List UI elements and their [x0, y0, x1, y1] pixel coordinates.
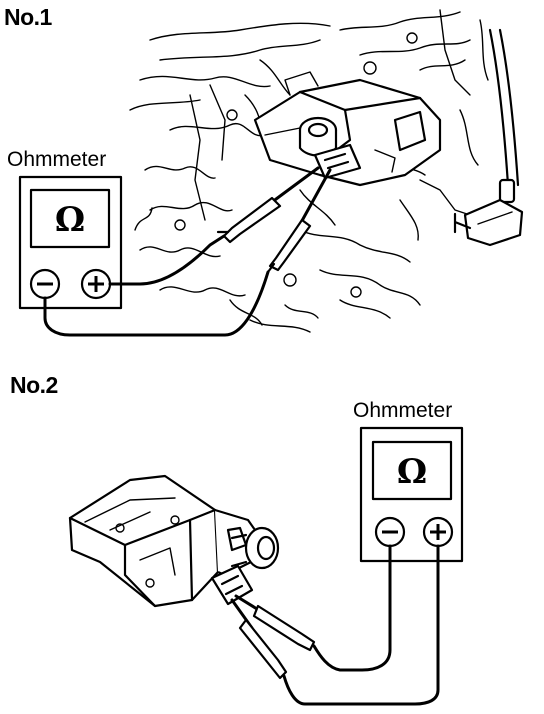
figure-1-label: No.1: [4, 4, 52, 30]
ohm-symbol-1: Ω: [55, 200, 85, 240]
lead-negative-2: [312, 544, 392, 672]
figure-2-label: No.2: [10, 372, 58, 398]
lead-positive-1: [108, 234, 226, 286]
ohmmeter-1-body: [18, 175, 123, 310]
lead-positive-2: [282, 544, 440, 706]
ignition-coil-1: [253, 71, 442, 187]
lead-negative-1: [43, 270, 270, 337]
ohmmeter-2-body: [359, 426, 464, 563]
ohmmeter-2-display: [371, 440, 453, 501]
ohmmeter-1: Ω: [18, 175, 123, 310]
test-probes-1: [216, 166, 332, 274]
ignition-coil-2: [68, 474, 280, 608]
ohmmeter-1-title: Ohmmeter: [7, 148, 107, 171]
test-probes-2: [230, 594, 316, 680]
engine-bay-illustration: [129, 9, 524, 333]
ohmmeter-1-display: [29, 188, 111, 249]
ohmmeter-2: Ω: [359, 426, 464, 563]
ohm-symbol-2: Ω: [397, 452, 427, 492]
ohmmeter-2-title: Ohmmeter: [353, 399, 453, 422]
